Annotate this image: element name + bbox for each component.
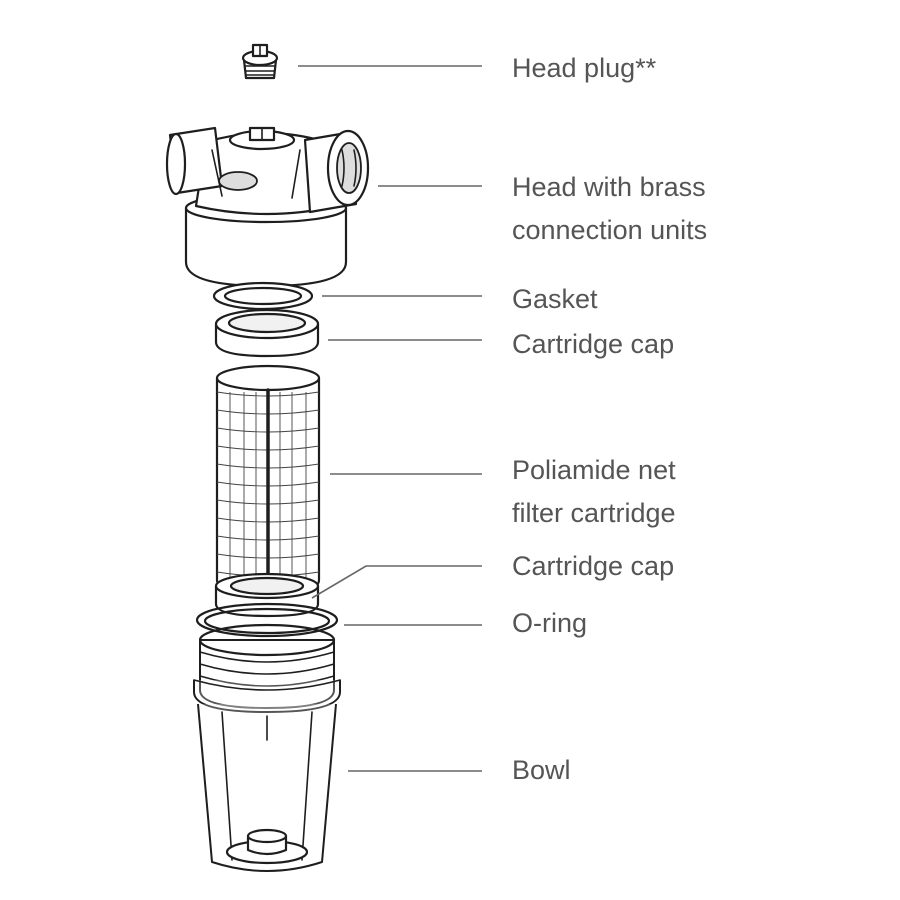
label-cartridge-cap-top: Cartridge cap xyxy=(512,329,675,359)
label-filter-line1: Poliamide net xyxy=(512,455,676,485)
head-plug-drawing xyxy=(241,43,279,80)
leader-lines xyxy=(298,65,482,772)
label-gasket: Gasket xyxy=(512,284,598,314)
label-cartridge-cap-bottom: Cartridge cap xyxy=(512,551,675,581)
cartridge-cap-top-drawing xyxy=(214,308,320,358)
label-head-line1: Head with brass xyxy=(512,172,706,202)
leader-cartridge-cap-bottom xyxy=(311,565,482,599)
bowl-drawing xyxy=(193,623,341,872)
head-drawing xyxy=(165,126,370,288)
cartridge-cap-bottom-drawing xyxy=(214,572,320,618)
label-head-plug: Head plug** xyxy=(512,53,657,83)
label-o-ring: O-ring xyxy=(512,608,588,638)
label-head-line2: connection units xyxy=(512,215,708,245)
o-ring-drawing xyxy=(195,602,339,638)
gasket-drawing xyxy=(212,281,314,311)
filter-cartridge-drawing xyxy=(215,364,321,596)
label-bowl: Bowl xyxy=(512,755,571,785)
label-filter-line2: filter cartridge xyxy=(512,498,676,528)
